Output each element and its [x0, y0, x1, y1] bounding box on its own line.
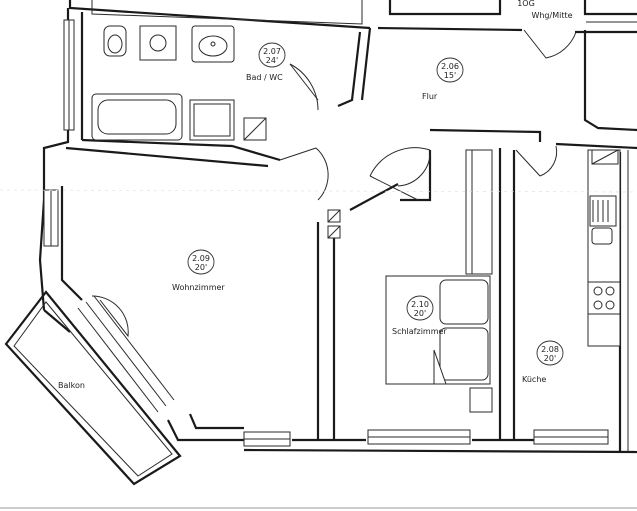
bathroom-fixtures: [91, 25, 267, 141]
windows: [43, 19, 609, 447]
toilet: [103, 25, 127, 57]
room-number-bad: 2.07: [263, 47, 281, 56]
landing-line2: Whg/Mitte: [531, 11, 572, 20]
balcony-label: Balkon: [58, 381, 85, 390]
balcony: [4, 290, 182, 486]
stove: [587, 281, 621, 315]
room-area-flur: 15': [444, 71, 456, 80]
landing-line1: 1OG: [517, 0, 535, 8]
room-area-bad: 24': [266, 56, 278, 65]
room-tag-circles: [187, 42, 564, 366]
room-number-schlafzimmer: 2.10: [411, 300, 429, 309]
fold-line: [0, 189, 637, 193]
room-number-wohnzimmer: 2.09: [192, 254, 210, 263]
doors: [91, 29, 577, 338]
room-number-flur: 2.06: [441, 62, 459, 71]
labels: 1OG Whg/Mitte 2.07 24' Bad / WC 2.06 15'…: [58, 0, 573, 390]
nightstand: [469, 387, 493, 413]
room-area-kueche: 20': [544, 354, 556, 363]
room-number-kueche: 2.08: [541, 345, 559, 354]
room-name-bad: Bad / WC: [246, 73, 283, 82]
shower-tray: [189, 99, 235, 141]
top-wall-strip: [68, 0, 637, 30]
room-area-wohnzimmer: 20': [195, 263, 207, 272]
bathtub: [91, 93, 183, 141]
wardrobe: [465, 149, 493, 275]
kitchen-furniture: [587, 149, 621, 347]
room-name-wohnzimmer: Wohnzimmer: [172, 283, 225, 292]
room-name-kueche: Küche: [522, 375, 546, 384]
washbasin: [191, 25, 235, 63]
kitchen-counter: [587, 149, 621, 347]
room-area-schlafzimmer: 20': [414, 309, 426, 318]
bedroom-furniture: [385, 149, 493, 413]
room-name-schlafzimmer: Schlafzimmer: [392, 327, 447, 336]
room-name-flur: Flur: [422, 92, 438, 101]
bidet: [139, 25, 177, 61]
